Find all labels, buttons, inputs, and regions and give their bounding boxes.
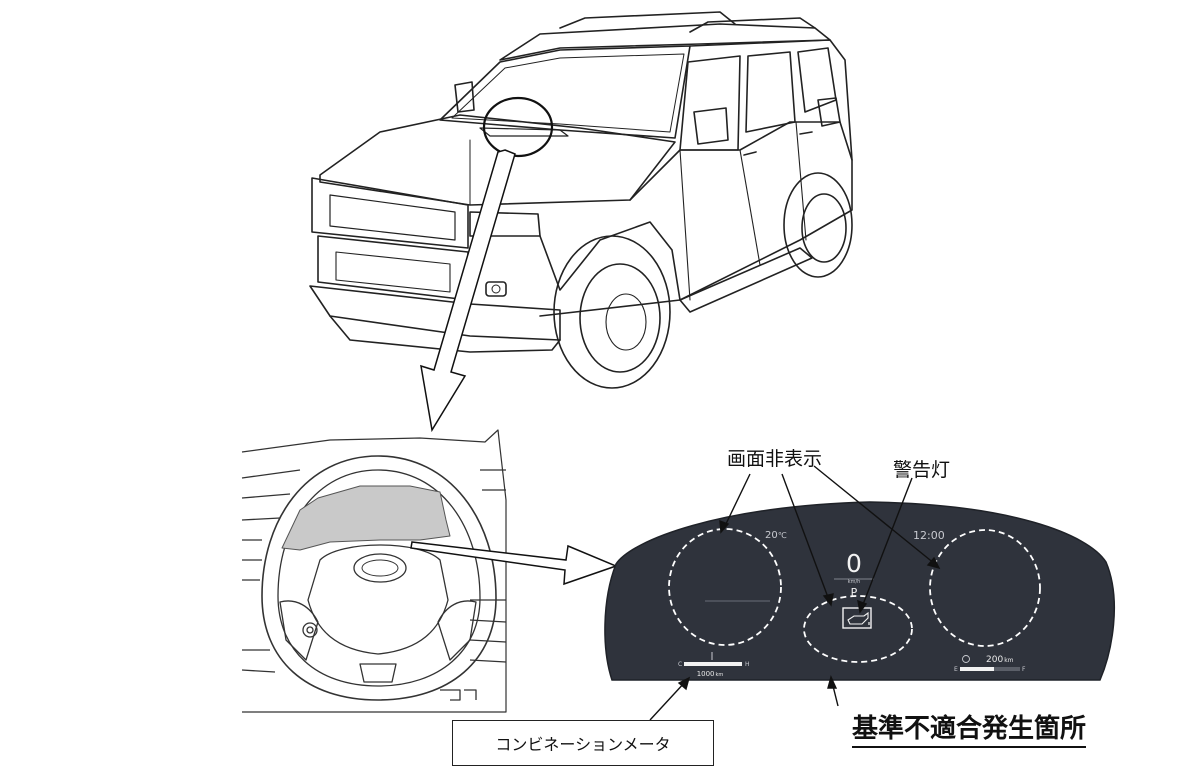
cluster-housing: [604, 501, 1115, 681]
left-gauge-dashed-outline: [668, 528, 782, 646]
pointer-arrow-cluster: [410, 541, 619, 586]
odometer-readout: 1000km: [697, 670, 724, 678]
pointer-arrow-vehicle: [420, 149, 516, 433]
warning-area-dashed-outline: [803, 595, 913, 663]
svg-text:H: H: [745, 661, 750, 668]
svg-text:C: C: [678, 661, 682, 668]
cluster-location-circle: [482, 96, 554, 158]
svg-text:E: E: [954, 666, 958, 673]
oil-pressure-warning-icon: [842, 607, 872, 629]
right-gauge-dashed-outline: [929, 529, 1041, 647]
label-screen-off: 画面非表示: [727, 448, 823, 470]
speed-readout: 0: [846, 549, 862, 578]
temperature-readout: 20℃: [765, 530, 787, 541]
label-combination-meter: コンビネーションメータ: [452, 720, 714, 766]
range-readout: 200km: [986, 655, 1014, 665]
svg-text:F: F: [1022, 666, 1026, 673]
fuel-gauge-bar: 200km E F: [954, 655, 1026, 673]
label-warning-light: 警告灯: [893, 459, 951, 481]
clock-readout: 12:00: [913, 529, 945, 542]
combination-meter-display: 20℃ 12:00 0 km/h P C H 1000km 200km E F: [604, 501, 1115, 681]
label-nonconformity-location: 基準不適合発生箇所: [852, 712, 1087, 748]
cluster-highlight-region: [281, 485, 451, 551]
gear-indicator: P: [851, 586, 858, 599]
temperature-gauge-bar: C H: [678, 652, 750, 668]
dashboard-illustration: [241, 429, 507, 713]
speed-unit: km/h: [848, 579, 861, 585]
callout-lines: [649, 465, 941, 721]
vehicle-illustration: [309, 11, 853, 389]
